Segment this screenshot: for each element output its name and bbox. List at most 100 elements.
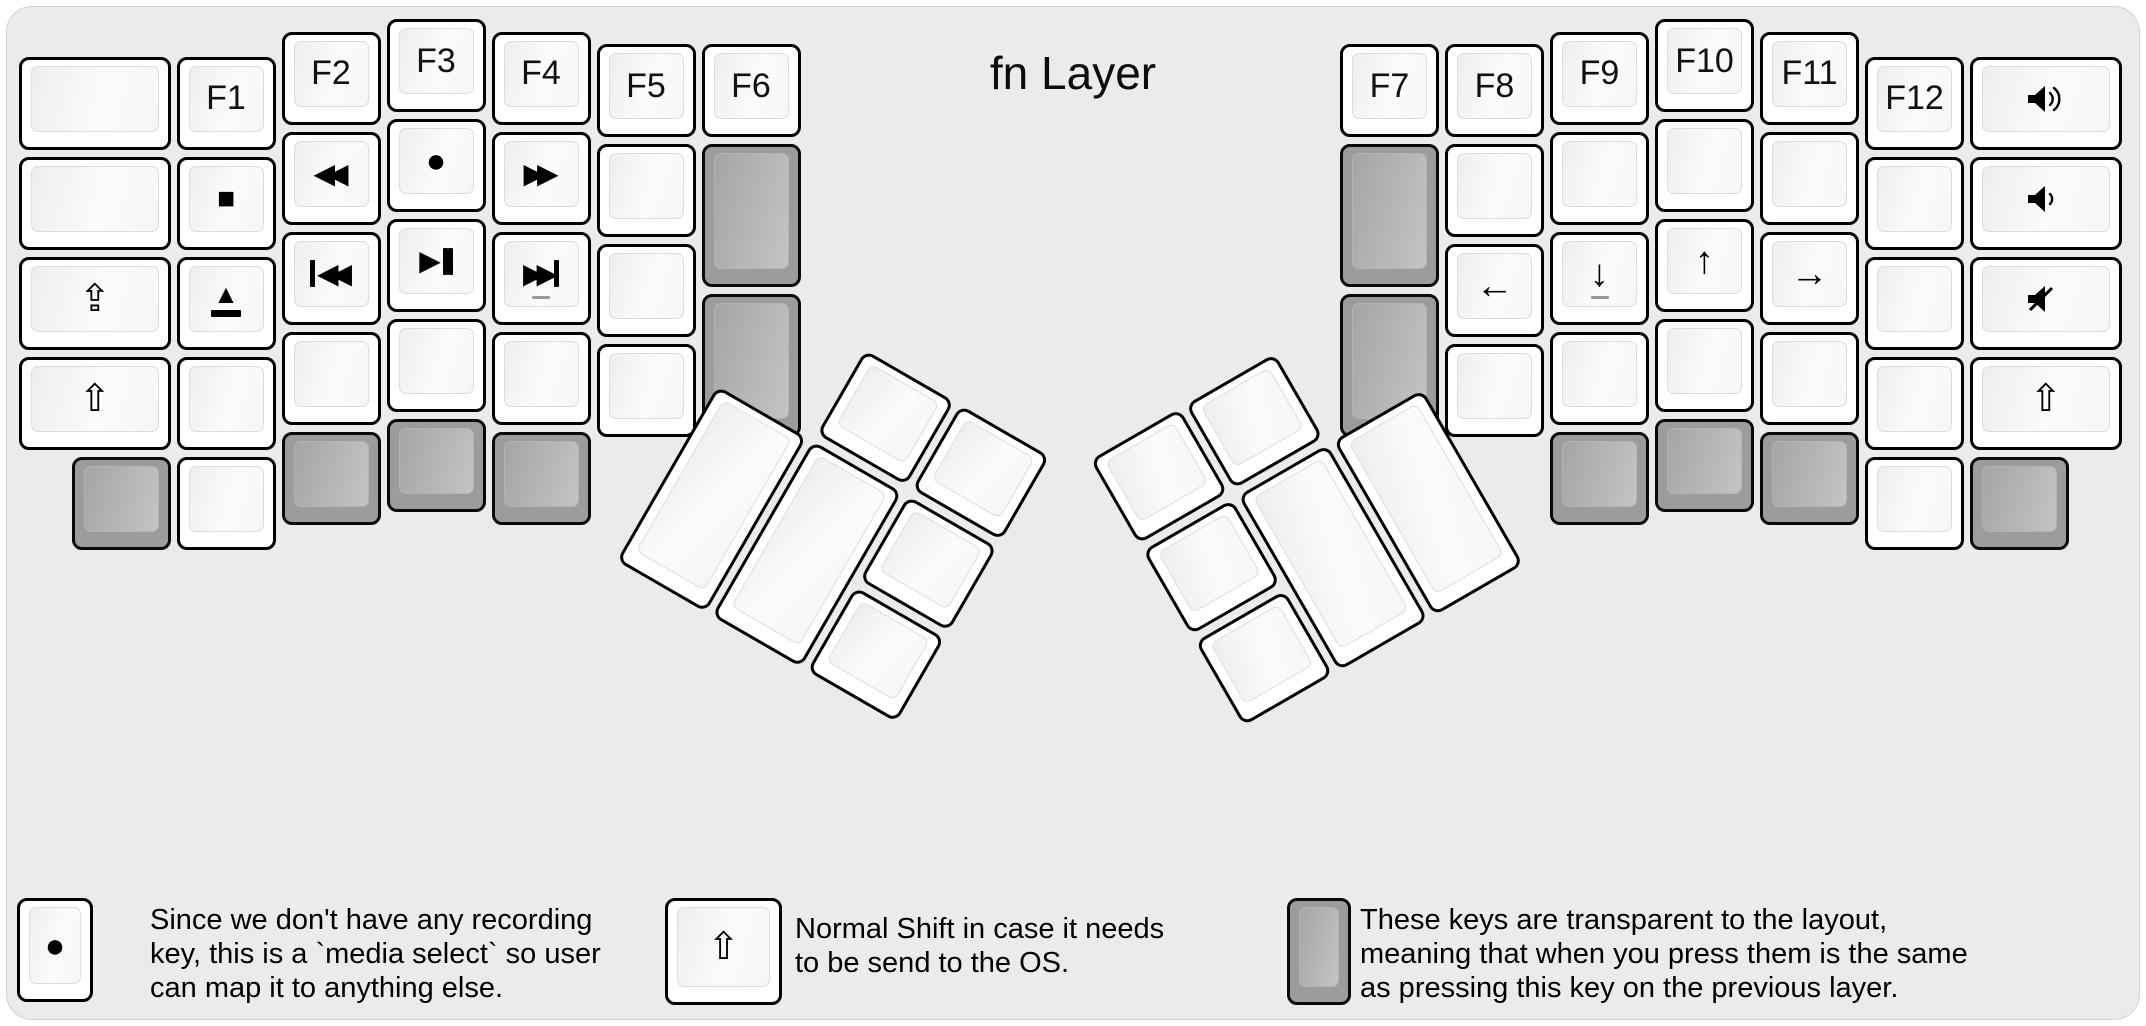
keycap-surface xyxy=(826,600,930,701)
legend-line: can map it to anything else. xyxy=(150,972,504,1004)
record-icon: ● xyxy=(44,926,66,965)
key-blank[interactable] xyxy=(1550,131,1649,225)
homing-mark xyxy=(1590,295,1609,299)
key-transparent[interactable] xyxy=(71,456,171,550)
eject-icon: ▲ xyxy=(211,281,241,317)
key-shift[interactable]: ⇧ xyxy=(19,356,171,450)
key-caps-lock[interactable]: ⇪ xyxy=(19,256,171,350)
key-arrow-down[interactable]: ↓ xyxy=(1550,231,1649,325)
key-f9[interactable]: F9 xyxy=(1550,31,1649,125)
key-blank[interactable] xyxy=(1865,256,1964,350)
keycap-surface xyxy=(608,253,684,319)
key-arrow-left[interactable]: ← xyxy=(1445,244,1544,337)
key-blank[interactable] xyxy=(1760,131,1859,225)
key-f11[interactable]: F11 xyxy=(1760,31,1859,125)
key-label: F2 xyxy=(311,54,351,92)
keycap-surface xyxy=(1210,604,1314,705)
key-transparent[interactable] xyxy=(1655,419,1754,512)
key-record[interactable]: ● xyxy=(386,119,486,212)
legend-line: to be send to the OS. xyxy=(795,947,1070,979)
key-f5[interactable]: F5 xyxy=(596,44,696,137)
keycap-surface xyxy=(1772,140,1847,207)
key-transparent[interactable] xyxy=(281,431,381,525)
fast-forward-icon: ▶▶ xyxy=(523,157,558,189)
keycap-surface xyxy=(503,440,579,507)
key-volume-down[interactable] xyxy=(1970,156,2122,250)
key-label: F5 xyxy=(626,66,666,105)
keycap-surface xyxy=(1982,65,2110,132)
volume-up-icon xyxy=(2022,82,2070,116)
key-prev-track[interactable]: ◀◀ xyxy=(281,231,381,325)
key-transparent[interactable] xyxy=(701,144,801,287)
key-transparent[interactable] xyxy=(1550,431,1649,525)
keycap-surface xyxy=(1562,340,1637,407)
key-eject[interactable]: ▲ xyxy=(176,256,276,350)
key-stop[interactable]: ■ xyxy=(176,156,276,250)
keycap-surface: ● xyxy=(398,128,474,194)
key-label: F9 xyxy=(1579,54,1620,92)
key-blank[interactable] xyxy=(386,319,486,412)
key-label: F3 xyxy=(416,41,456,80)
keycap-surface xyxy=(293,340,369,407)
key-transparent[interactable] xyxy=(386,419,486,512)
key-f3[interactable]: F3 xyxy=(386,19,486,112)
key-blank[interactable] xyxy=(596,244,696,337)
key-blank[interactable] xyxy=(1865,156,1964,250)
keycap-surface xyxy=(1667,328,1742,394)
key-shift[interactable]: ⇧ xyxy=(1970,356,2122,450)
key-blank[interactable] xyxy=(281,331,381,425)
key-label: F12 xyxy=(1885,79,1944,117)
keycap-surface: F4 xyxy=(503,40,579,107)
key-blank[interactable] xyxy=(19,56,171,150)
key-arrow-up[interactable]: ↑ xyxy=(1655,219,1754,312)
key-f2[interactable]: F2 xyxy=(281,31,381,125)
key-f8[interactable]: F8 xyxy=(1445,44,1544,137)
keycap-surface xyxy=(1772,340,1847,407)
keycap-surface: ▶▶ xyxy=(503,240,579,307)
keycap-surface xyxy=(503,340,579,407)
key-blank[interactable] xyxy=(1655,119,1754,212)
key-f12[interactable]: F12 xyxy=(1865,56,1964,150)
key-rewind[interactable]: ◀◀ xyxy=(281,131,381,225)
key-blank[interactable] xyxy=(19,156,171,250)
keycap-surface xyxy=(1772,440,1847,507)
key-f4[interactable]: F4 xyxy=(491,31,591,125)
key-blank[interactable] xyxy=(1550,331,1649,425)
keycap-surface xyxy=(1667,428,1742,494)
key-label: F1 xyxy=(206,79,246,117)
keycap-surface xyxy=(1299,907,1339,987)
rewind-icon: ◀◀ xyxy=(313,157,348,189)
keycap-surface xyxy=(1982,465,2057,532)
key-f10[interactable]: F10 xyxy=(1655,19,1754,112)
key-volume-mute[interactable] xyxy=(1970,256,2122,350)
key-blank[interactable] xyxy=(1865,456,1964,550)
key-f1[interactable]: F1 xyxy=(176,56,276,150)
key-blank[interactable] xyxy=(1445,144,1544,237)
keycap-surface: F9 xyxy=(1562,40,1637,107)
key-transparent[interactable] xyxy=(1340,144,1439,287)
key-transparent[interactable] xyxy=(1760,431,1859,525)
key-blank[interactable] xyxy=(1445,344,1544,437)
key-f6[interactable]: F6 xyxy=(701,44,801,137)
key-blank[interactable] xyxy=(596,344,696,437)
keycap-surface xyxy=(1457,153,1532,219)
keycap-surface xyxy=(713,153,789,269)
key-blank[interactable] xyxy=(176,456,276,550)
key-blank[interactable] xyxy=(596,144,696,237)
key-blank[interactable] xyxy=(176,356,276,450)
key-volume-up[interactable] xyxy=(1970,56,2122,150)
key-f7[interactable]: F7 xyxy=(1340,44,1439,137)
key-blank[interactable] xyxy=(491,331,591,425)
key-blank[interactable] xyxy=(1865,356,1964,450)
key-blank[interactable] xyxy=(1760,331,1859,425)
key-next-track[interactable]: ▶▶ xyxy=(491,231,591,325)
key-play-pause[interactable]: ▶ xyxy=(386,219,486,312)
key-fast-forward[interactable]: ▶▶ xyxy=(491,131,591,225)
keycap-surface: ← xyxy=(1457,253,1532,319)
key-transparent[interactable] xyxy=(1970,456,2069,550)
key-transparent[interactable] xyxy=(491,431,591,525)
key-blank[interactable] xyxy=(1655,319,1754,412)
key-arrow-right[interactable]: → xyxy=(1760,231,1859,325)
